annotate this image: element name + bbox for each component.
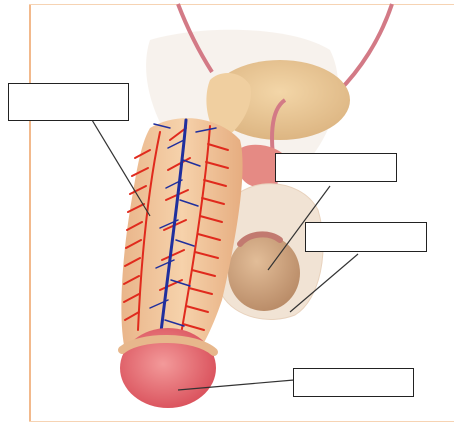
label-box-vessels [8,83,129,121]
label-box-glans [293,368,414,397]
label-box-scrotum [305,222,427,252]
label-box-testis [275,153,397,182]
